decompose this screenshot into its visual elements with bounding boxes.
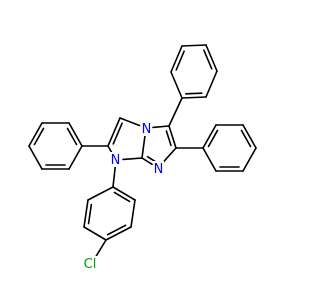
- bond: [113, 191, 131, 203]
- bond: [161, 147, 177, 164]
- bond: [207, 129, 219, 148]
- atom-chlorine: Cl: [80, 256, 100, 272]
- bond: [181, 44, 207, 47]
- bond: [106, 224, 127, 236]
- bond: [68, 145, 83, 170]
- molecule-structure: N N N Cl: [28, 44, 257, 272]
- bond: [202, 147, 217, 172]
- bond: [28, 122, 43, 147]
- bond: [168, 97, 183, 127]
- bond: [165, 130, 172, 147]
- structure-canvas: N N N Cl: [28, 44, 257, 272]
- bond: [112, 122, 123, 145]
- bond: [68, 122, 83, 147]
- bond: [83, 199, 89, 228]
- bond: [95, 239, 107, 257]
- bond: [205, 44, 218, 72]
- atom-label-n-substituted: N: [111, 153, 121, 168]
- bond: [202, 124, 217, 149]
- bond: [175, 50, 185, 71]
- bond: [205, 70, 218, 98]
- bond: [122, 157, 143, 161]
- bond: [170, 45, 183, 73]
- atom-label-n-imine: N: [154, 162, 164, 177]
- bond: [242, 124, 257, 149]
- bond: [152, 125, 170, 129]
- bond: [185, 92, 203, 95]
- atom-n-substituted: N: [110, 152, 121, 168]
- bond: [240, 129, 252, 148]
- bond: [112, 166, 117, 188]
- bond: [168, 125, 177, 149]
- bond: [83, 226, 107, 241]
- bond: [28, 145, 43, 170]
- bond: [181, 96, 207, 99]
- bond: [119, 117, 141, 127]
- bond: [141, 157, 153, 166]
- atom-label-n-bridge: N: [142, 122, 152, 137]
- bond: [141, 134, 146, 159]
- bond: [87, 203, 93, 225]
- bond: [242, 147, 257, 172]
- bond: [105, 226, 132, 241]
- bond: [203, 49, 213, 70]
- bond: [130, 199, 136, 228]
- bond: [112, 186, 136, 201]
- bond-layer: [28, 44, 257, 257]
- bond: [87, 186, 114, 201]
- bond: [66, 127, 78, 146]
- atom-label-chlorine: Cl: [84, 257, 97, 272]
- bond: [170, 71, 183, 99]
- bond: [107, 117, 121, 147]
- bond: [33, 127, 45, 146]
- atom-n-bridge: N: [141, 121, 152, 137]
- atom-n-imine: N: [153, 161, 164, 177]
